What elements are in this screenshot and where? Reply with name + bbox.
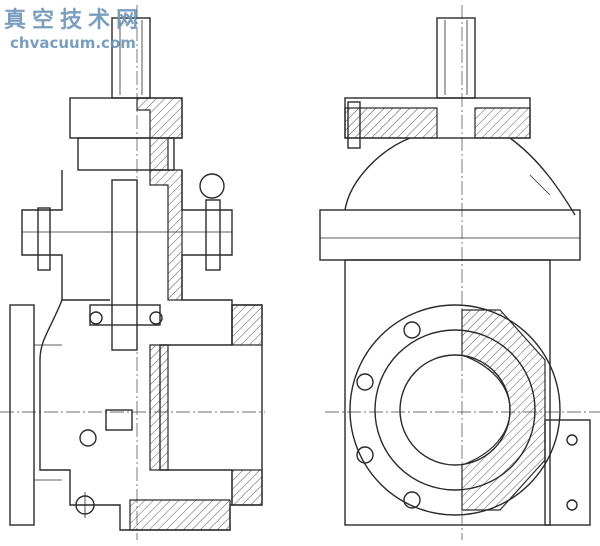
inlet-flange <box>9 304 35 526</box>
body-side <box>344 259 551 526</box>
body-neck <box>344 137 576 216</box>
lifting-eye <box>199 173 225 199</box>
watermark-site: chvacuum.com <box>10 34 136 52</box>
side-section-view <box>319 5 600 540</box>
gate-disc <box>111 179 138 351</box>
stem-top-side <box>436 17 476 99</box>
body-flange-side <box>319 209 581 261</box>
front-section-view <box>0 5 265 540</box>
watermark-title: 真空技术网 <box>4 7 145 33</box>
flange-circle <box>349 304 561 516</box>
